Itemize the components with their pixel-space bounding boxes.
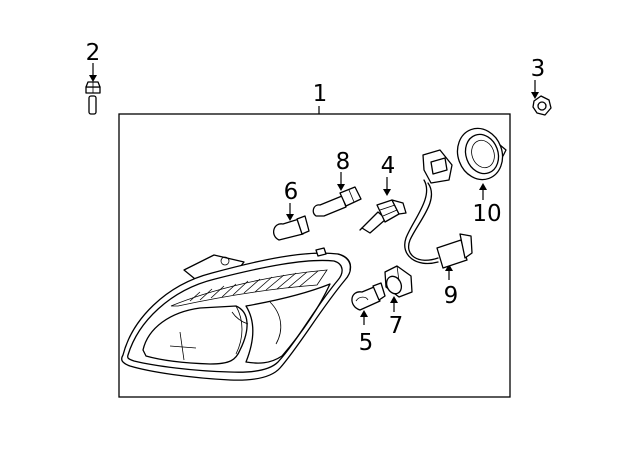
callout-4: 4: [381, 153, 396, 179]
nut-icon: [532, 95, 552, 116]
headlamp-housing-icon: [121, 247, 352, 381]
callout-3: 3: [531, 56, 546, 82]
marker-bulb-icon: [312, 186, 362, 217]
callout-5: 5: [359, 330, 374, 356]
callout-10: 10: [472, 201, 501, 227]
callout-2: 2: [86, 40, 101, 66]
socket-icon: [384, 265, 413, 298]
callout-6: 6: [284, 179, 299, 205]
cap-icon: [456, 127, 507, 181]
leader-lines: [89, 63, 539, 325]
callout-1: 1: [313, 81, 328, 107]
harness-icon: [404, 149, 473, 269]
bolt-icon: [85, 81, 101, 115]
side-bulb-icon: [273, 215, 310, 241]
callout-9: 9: [444, 283, 459, 309]
headlamp-bulb-icon: [359, 199, 407, 234]
reflector-hatching: [189, 270, 319, 302]
callout-7: 7: [389, 313, 404, 339]
assembly-frame: [118, 106, 511, 398]
callout-8: 8: [336, 149, 351, 175]
signal-bulb-icon: [351, 282, 386, 311]
